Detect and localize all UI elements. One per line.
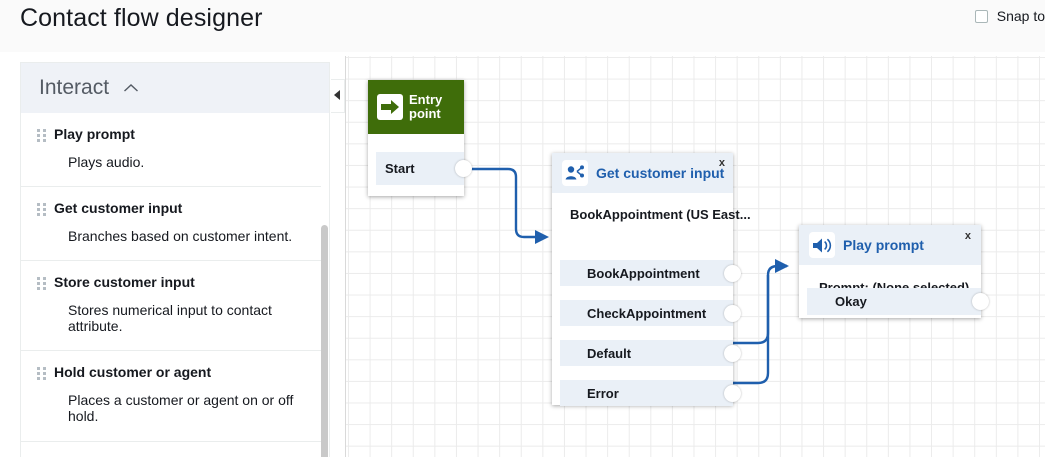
sidebar-section-title: Interact <box>39 76 110 99</box>
output-row[interactable]: Default <box>560 340 741 366</box>
connection-wires <box>461 167 789 385</box>
output-row[interactable]: CheckAppointment <box>560 300 741 326</box>
drag-handle-icon[interactable] <box>37 367 46 381</box>
port-connector-dot[interactable] <box>724 304 741 322</box>
node-get-customer-input[interactable]: Get customer input x BookAppointment (US… <box>552 153 751 406</box>
list-item-title: Play prompt <box>54 126 135 142</box>
sidebar-scrollbar[interactable] <box>321 113 329 457</box>
port-connector-dot[interactable] <box>724 384 741 402</box>
node-entry-point[interactable]: Entry point Start <box>368 80 472 196</box>
drag-handle-icon[interactable] <box>37 129 46 143</box>
node-get-customer-input-header: Get customer input x <box>552 153 733 193</box>
output-label: BookAppointment <box>587 265 700 281</box>
output-label: Default <box>587 345 632 361</box>
output-label: Okay <box>835 294 867 309</box>
output-label: CheckAppointment <box>587 305 707 321</box>
canvas-left-border <box>345 56 346 457</box>
node-entry-point-header: Entry point <box>368 80 464 134</box>
block-library-panel: Interact Play prompt Plays audio. Get cu… <box>20 62 330 457</box>
close-icon[interactable]: x <box>718 157 725 169</box>
app-header: Contact flow designer Snap to <box>0 0 1045 52</box>
checkbox-unchecked-icon[interactable] <box>974 9 988 23</box>
node-play-prompt-title: Play prompt <box>843 237 924 253</box>
list-item[interactable]: Store customer input Stores numerical in… <box>21 261 329 352</box>
chevron-up-icon[interactable] <box>123 83 139 93</box>
output-row[interactable]: Okay <box>807 288 989 315</box>
flow-canvas[interactable]: Entry point Start Get customer input x B… <box>346 56 1045 457</box>
port-connector-dot[interactable] <box>724 264 741 282</box>
panel-collapse-handle[interactable] <box>331 79 345 113</box>
sidebar-section-interact[interactable]: Interact <box>21 63 329 113</box>
output-label: Error <box>587 385 619 401</box>
node-entry-point-title: Entry point <box>409 92 443 121</box>
list-item-title: Get customer input <box>54 200 183 217</box>
list-item-description: Plays audio. <box>68 154 145 170</box>
list-item-description: Stores numerical input to contact attrib… <box>68 302 272 335</box>
snap-to-grid-control[interactable]: Snap to <box>974 8 1045 24</box>
customer-input-branch-icon <box>562 160 588 186</box>
sidebar-scrollbar-thumb[interactable] <box>321 225 328 457</box>
port-connector-dot[interactable] <box>724 344 741 362</box>
page-title: Contact flow designer <box>20 4 263 32</box>
output-row[interactable]: BookAppointment <box>560 260 741 286</box>
output-row[interactable]: Error <box>560 380 741 406</box>
snap-to-grid-label: Snap to <box>996 8 1045 24</box>
list-item-title: Hold customer or agent <box>54 364 212 381</box>
list-item[interactable]: Play prompt Plays audio. <box>21 113 329 188</box>
node-play-prompt-header: Play prompt x <box>799 225 981 265</box>
list-item-title: Store customer input <box>54 274 195 291</box>
port-connector-dot[interactable] <box>455 160 472 177</box>
drag-handle-icon[interactable] <box>37 277 46 291</box>
list-item-description: Places a customer or agent on or off hol… <box>68 392 294 425</box>
arrow-right-enter-icon <box>377 94 403 120</box>
close-icon[interactable]: x <box>964 230 971 242</box>
node-get-customer-input-title: Get customer input <box>596 165 725 181</box>
speaker-icon <box>809 232 835 258</box>
port-connector-dot[interactable] <box>972 293 989 310</box>
node-subtitle: BookAppointment (US East... <box>570 207 751 222</box>
port-label: Start <box>385 161 415 176</box>
list-item[interactable]: Hold customer or agent Places a customer… <box>21 351 329 442</box>
port-start[interactable]: Start <box>376 152 472 185</box>
list-item-description: Branches based on customer intent. <box>68 228 293 245</box>
node-play-prompt[interactable]: Play prompt x Prompt: (None selected) Ok… <box>799 225 989 318</box>
list-item[interactable]: Get customer input Branches based on cus… <box>21 187 329 262</box>
drag-handle-icon[interactable] <box>37 203 46 217</box>
triangle-left-icon <box>334 87 341 105</box>
